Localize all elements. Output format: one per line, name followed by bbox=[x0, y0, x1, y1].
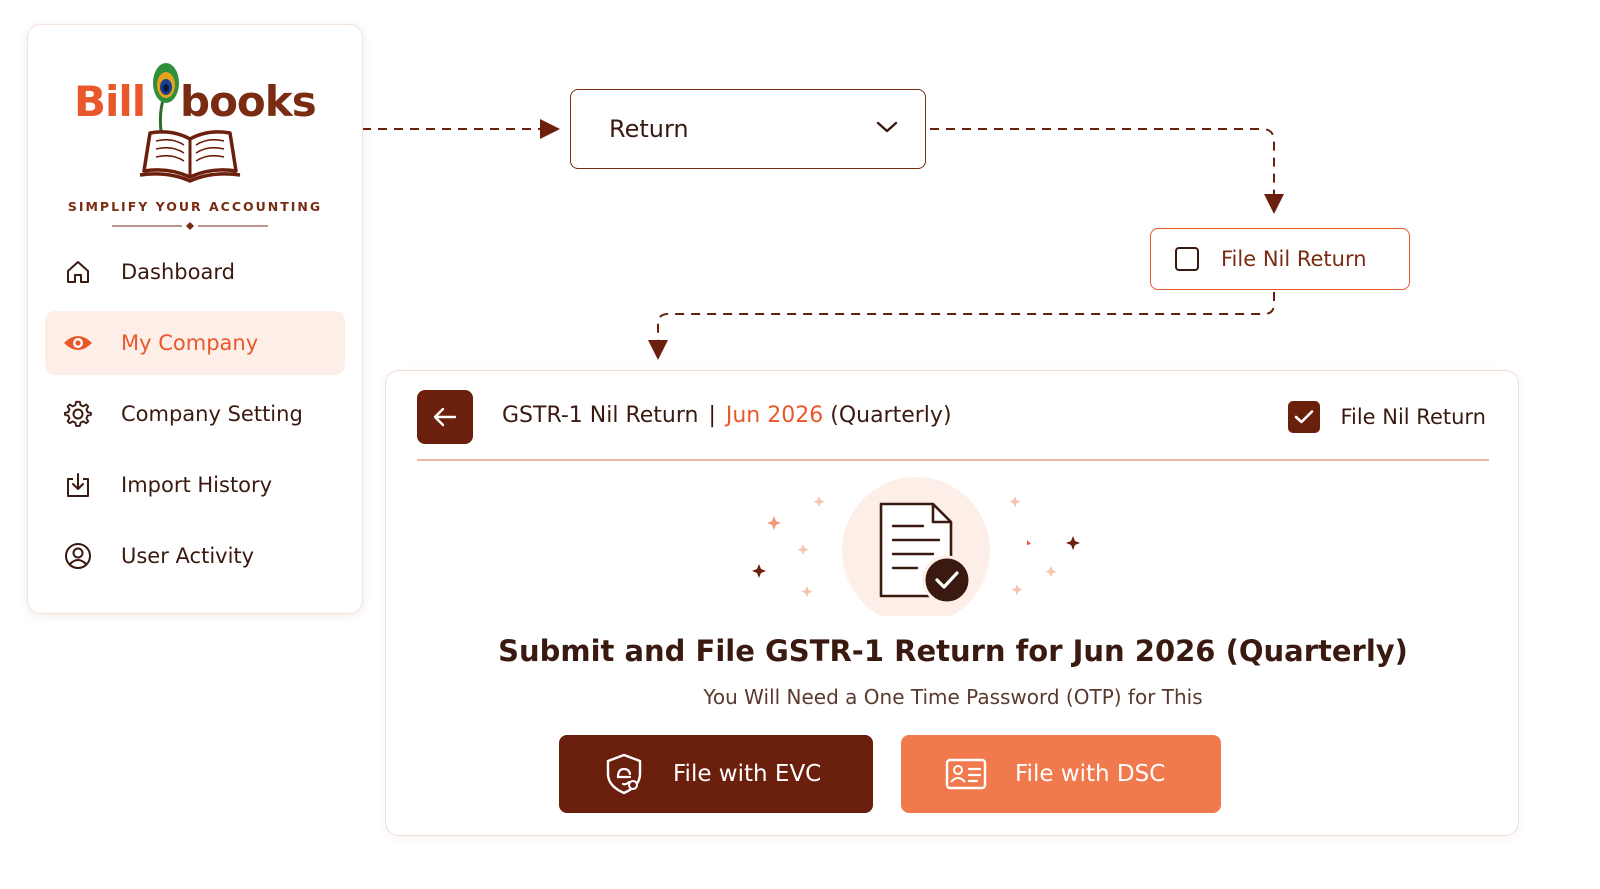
sparkle-icon bbox=[1011, 584, 1023, 596]
sparkle-icon bbox=[767, 516, 781, 530]
nil-return-checkbox-label: File Nil Return bbox=[1340, 405, 1486, 429]
billbooks-logo[interactable]: Bill books SIMPLIFY YOUR ACCOUNTING bbox=[28, 45, 362, 235]
checkmark-icon bbox=[1295, 410, 1314, 424]
sidebar-menu: Dashboard My Company Company Setting Imp… bbox=[45, 240, 345, 595]
return-period: Jun 2026 bbox=[725, 403, 824, 428]
return-type-dropdown[interactable]: Return bbox=[570, 89, 926, 169]
connector-nil-to-panel bbox=[648, 292, 1275, 360]
dropdown-selected-value: Return bbox=[609, 115, 689, 143]
chevron-down-icon bbox=[875, 119, 899, 139]
sparkle-icon bbox=[801, 586, 813, 598]
file-nil-return-label: File Nil Return bbox=[1221, 247, 1367, 271]
arrow-left-icon bbox=[433, 407, 457, 427]
sidebar-item-label: My Company bbox=[121, 331, 259, 355]
sparkle-icon bbox=[797, 544, 809, 556]
sparkle-icon bbox=[752, 564, 766, 578]
title-separator: | bbox=[708, 403, 716, 428]
otp-subheading: You Will Need a One Time Password (OTP) … bbox=[703, 685, 1203, 709]
sidebar-item-import-history[interactable]: Import History bbox=[45, 453, 345, 517]
evc-button-label: File with EVC bbox=[673, 761, 822, 787]
user-circle-icon bbox=[63, 541, 93, 571]
home-icon bbox=[63, 257, 93, 287]
panel-divider bbox=[417, 459, 1489, 461]
sidebar-item-dashboard[interactable]: Dashboard bbox=[45, 240, 345, 304]
sidebar-item-company-setting[interactable]: Company Setting bbox=[45, 382, 345, 446]
sparkle-icon bbox=[813, 496, 825, 508]
return-name: GSTR-1 Nil Return bbox=[502, 403, 699, 428]
submit-heading: Submit and File GSTR-1 Return for Jun 20… bbox=[498, 634, 1408, 668]
sidebar: Bill books SIMPLIFY YOUR ACCOUNTING D bbox=[27, 24, 363, 614]
sparkle-icon bbox=[1009, 496, 1021, 508]
logo-text-bill: Bill bbox=[74, 77, 146, 126]
sidebar-item-label: Import History bbox=[121, 473, 273, 497]
dsc-button-label: File with DSC bbox=[1015, 761, 1166, 787]
back-button[interactable] bbox=[417, 390, 473, 444]
download-icon bbox=[63, 470, 93, 500]
file-nil-return-checkbox[interactable] bbox=[1175, 247, 1199, 271]
file-with-dsc-button[interactable]: File with DSC bbox=[901, 735, 1221, 813]
panel-nil-return-toggle[interactable]: File Nil Return bbox=[1288, 401, 1486, 433]
nil-return-checkbox-checked[interactable] bbox=[1288, 401, 1321, 433]
sparkle-icon bbox=[1045, 566, 1057, 578]
connector-dropdown-to-nil bbox=[930, 128, 1284, 214]
panel-title: GSTR-1 Nil Return | Jun 2026 (Quarterly) bbox=[502, 403, 952, 428]
gear-icon bbox=[63, 399, 93, 429]
sparkle-icon bbox=[1066, 536, 1080, 550]
sparkle-icon bbox=[1027, 540, 1031, 545]
id-card-icon bbox=[945, 757, 987, 791]
sidebar-item-label: Company Setting bbox=[121, 402, 303, 426]
logo-text-books: books bbox=[180, 77, 317, 126]
brand-tagline: SIMPLIFY YOUR ACCOUNTING bbox=[67, 199, 323, 214]
return-frequency: (Quarterly) bbox=[830, 403, 952, 428]
document-check-illustration bbox=[752, 477, 1080, 616]
sidebar-item-label: Dashboard bbox=[121, 260, 235, 284]
tagline-divider bbox=[112, 222, 268, 230]
file-nil-return-option[interactable]: File Nil Return bbox=[1150, 228, 1410, 290]
sidebar-item-label: User Activity bbox=[121, 544, 255, 568]
file-with-evc-button[interactable]: File with EVC bbox=[559, 735, 873, 813]
gstr1-nil-return-panel: GSTR-1 Nil Return | Jun 2026 (Quarterly) F… bbox=[385, 370, 1519, 836]
shield-e-icon bbox=[603, 752, 645, 796]
open-book-icon bbox=[139, 130, 241, 183]
sidebar-item-my-company[interactable]: My Company bbox=[45, 311, 345, 375]
eye-icon bbox=[63, 328, 93, 358]
sidebar-item-user-activity[interactable]: User Activity bbox=[45, 524, 345, 588]
